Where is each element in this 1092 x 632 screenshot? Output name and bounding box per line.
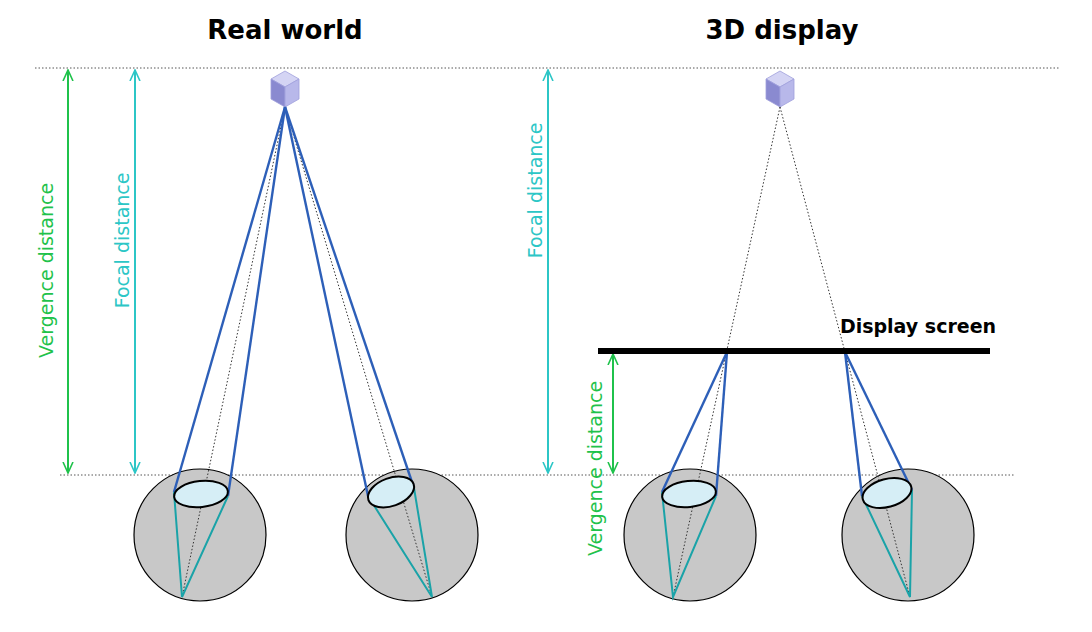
panel-title: Real world [207,16,362,45]
screen-label: Display screen [840,316,996,337]
panel-title: 3D display [706,16,859,45]
focal-label: Focal distance [113,172,134,308]
vergence-label: Vergence distance [37,182,58,357]
focal-label: Focal distance [526,122,547,258]
vergence-label: Vergence distance [586,380,607,555]
